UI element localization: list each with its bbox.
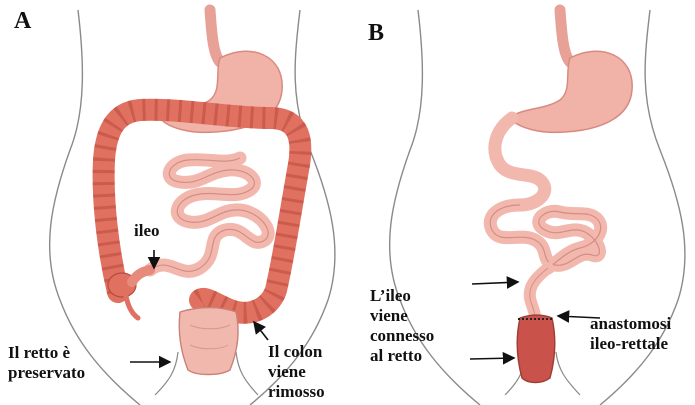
arrow-colon-removed (254, 322, 268, 340)
panel-a-label: A (14, 8, 31, 35)
label-ileo: ileo (134, 221, 160, 241)
esophagus-a (210, 10, 220, 62)
stomach-b (510, 51, 632, 132)
label-colon-removed-line1: Il colon (268, 342, 322, 362)
label-colon-removed-line2: viene (268, 362, 306, 382)
label-rectum-preserved-line2: preservato (8, 363, 85, 383)
terminal-ileum-a (132, 270, 150, 282)
label-anastomosis-line1: anastomosi (590, 314, 671, 334)
label-colon-removed-line3: rimosso (268, 382, 325, 402)
label-ileum-connected-line4: al retto (370, 346, 422, 366)
esophagus-b (560, 10, 570, 62)
arrow-rectum-b (470, 358, 514, 359)
panel-b-label: B (368, 20, 384, 47)
label-ileum-connected-line2: viene (370, 306, 408, 326)
label-ileum-connected-line1: L’ileo (370, 286, 411, 306)
rectum-b (517, 315, 555, 383)
label-rectum-preserved-line1: Il retto è (8, 343, 70, 363)
label-anastomosis-line2: ileo-rettale (590, 334, 668, 354)
arrow-ileum-b (472, 282, 518, 284)
rectum-a (179, 308, 238, 375)
appendix-a (126, 296, 138, 318)
label-ileum-connected-line3: connesso (370, 326, 434, 346)
